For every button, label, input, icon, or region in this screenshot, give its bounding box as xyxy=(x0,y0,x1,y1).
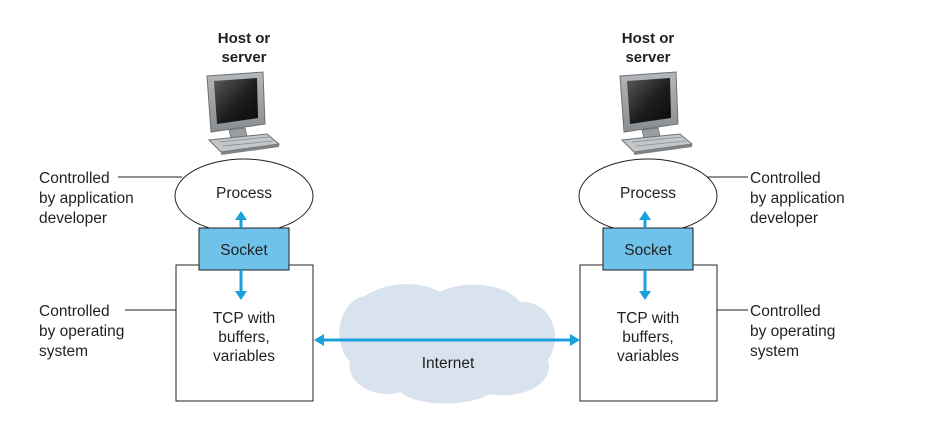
left-socket-label: Socket xyxy=(220,242,268,259)
cloud-icon xyxy=(339,284,556,404)
left-process-label: Process xyxy=(216,185,272,202)
computer-icon xyxy=(619,71,693,156)
left-app-note-1: Controlled xyxy=(39,170,110,187)
left-app-note-3: developer xyxy=(39,210,107,227)
arrowhead-right xyxy=(570,334,580,346)
left-tcp-box xyxy=(175,264,314,402)
right-tcp-box xyxy=(579,264,718,402)
left-tcp-line-1: TCP with xyxy=(213,310,276,327)
left-tcp-line-3: variables xyxy=(213,348,275,365)
left-os-note-2: by operating xyxy=(39,323,124,340)
right-app-note-3: developer xyxy=(750,210,818,227)
right-app-note-1: Controlled xyxy=(750,170,821,187)
left-host-title-1: Host or xyxy=(218,30,271,47)
left-os-note-1: Controlled xyxy=(39,303,110,320)
left-os-note-3: system xyxy=(39,343,88,360)
right-socket-label: Socket xyxy=(624,242,672,259)
left-app-note-2: by application xyxy=(39,190,134,207)
internet-link-arrow xyxy=(314,334,580,346)
right-process-label: Process xyxy=(620,185,676,202)
left-host: Host or server Process Socket TCP with b… xyxy=(39,30,314,402)
right-host-title-1: Host or xyxy=(622,30,675,47)
right-host-title-2: server xyxy=(625,49,670,66)
right-os-note-1: Controlled xyxy=(750,303,821,320)
right-tcp-line-3: variables xyxy=(617,348,679,365)
arrowhead-up xyxy=(639,211,651,220)
right-os-note-3: system xyxy=(750,343,799,360)
arrowhead-down xyxy=(639,291,651,300)
right-host: Host or server Process Socket TCP with b… xyxy=(578,30,845,402)
left-tcp-line-2: buffers, xyxy=(218,329,269,346)
left-host-title-2: server xyxy=(221,49,266,66)
right-tcp-line-1: TCP with xyxy=(617,310,680,327)
right-os-note-2: by operating xyxy=(750,323,835,340)
computer-icon xyxy=(206,71,280,156)
arrowhead-up xyxy=(235,211,247,220)
right-socket-box xyxy=(602,227,694,271)
right-app-note-2: by application xyxy=(750,190,845,207)
right-tcp-line-2: buffers, xyxy=(622,329,673,346)
left-socket-box xyxy=(198,227,290,271)
arrowhead-down xyxy=(235,291,247,300)
internet-label: Internet xyxy=(422,355,475,372)
arrowhead-left xyxy=(314,334,324,346)
